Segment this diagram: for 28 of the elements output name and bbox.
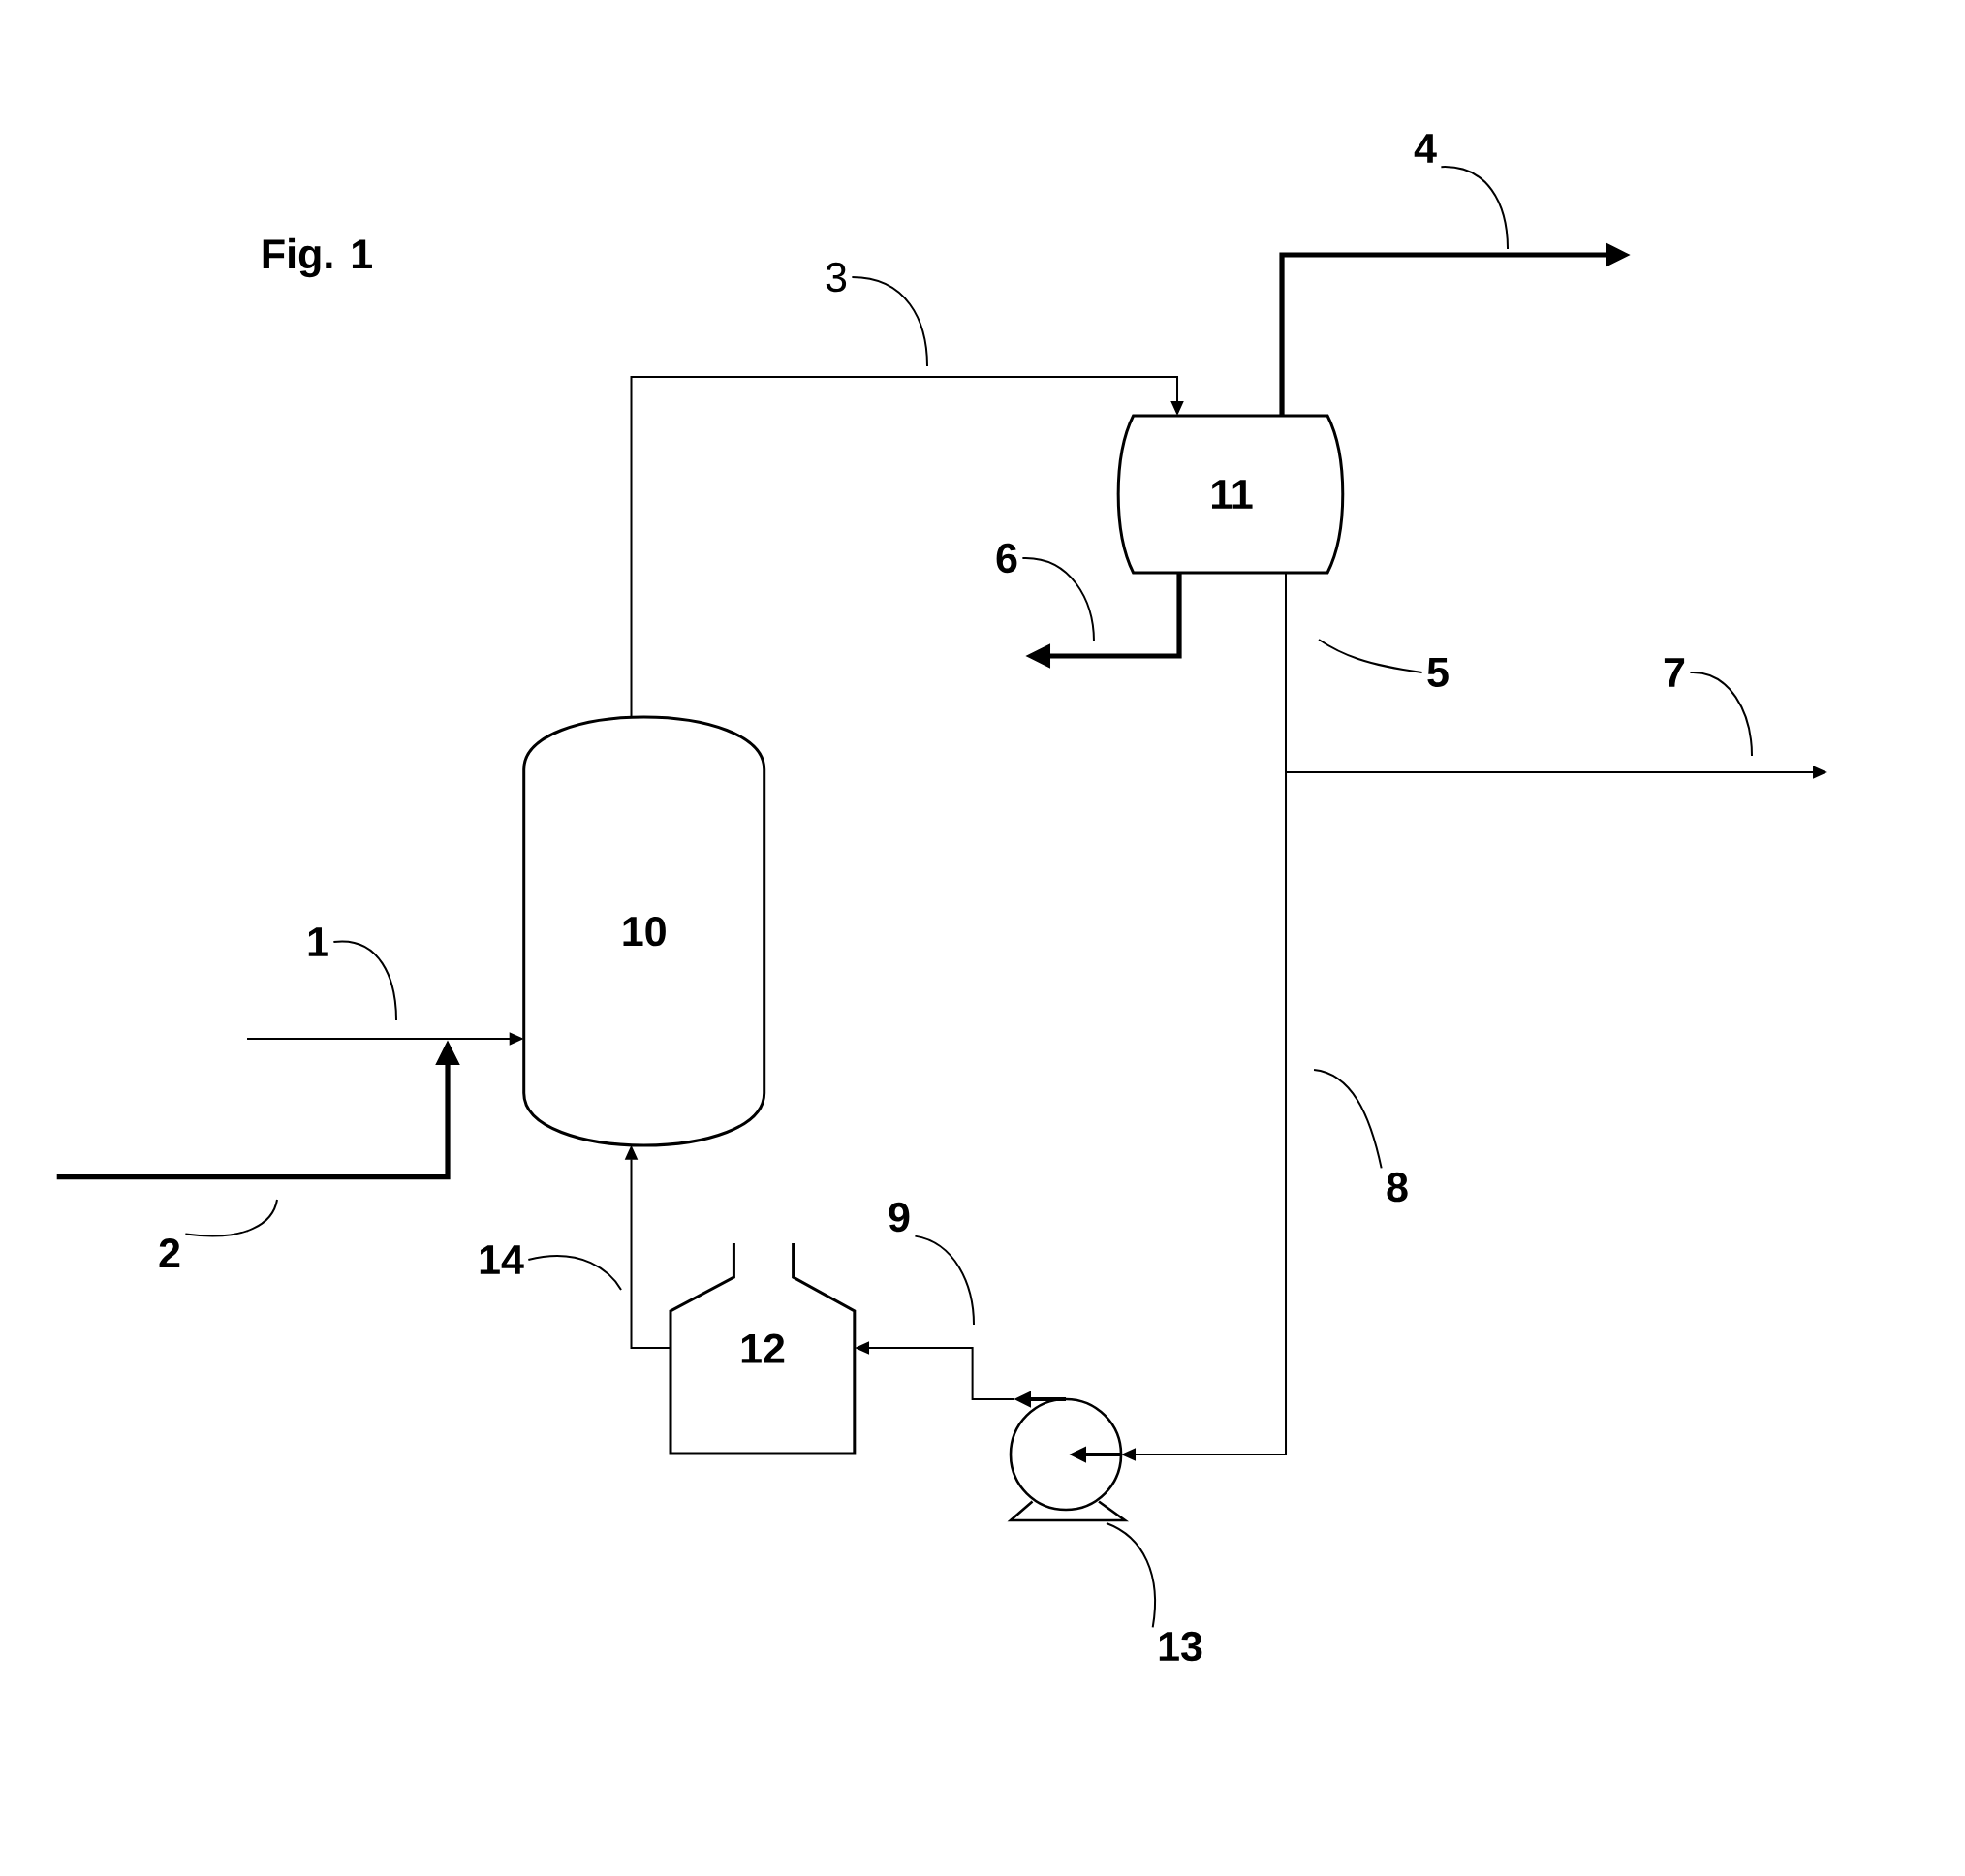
leader-line <box>1021 557 1095 642</box>
flow-line <box>1285 572 1287 773</box>
callout-number: 13 <box>1159 1631 1202 1662</box>
callout-number: 9 <box>889 1202 910 1233</box>
leader-line <box>1440 166 1509 250</box>
callout-number: 8 <box>1387 1172 1408 1203</box>
tank: 12 <box>669 1243 857 1455</box>
leader-line <box>851 276 928 367</box>
callout-number: 5 <box>1427 658 1449 687</box>
leader-line <box>332 940 397 1021</box>
leader-line <box>184 1199 278 1237</box>
callout-number: 6 <box>996 543 1017 574</box>
callout-number: 3 <box>826 262 847 293</box>
figure-title: Fig. 1 <box>263 237 372 278</box>
arrow <box>630 376 1184 719</box>
leader-line <box>1318 639 1423 673</box>
callout-number: 1 <box>308 927 328 956</box>
callout-number: 4 <box>1414 134 1437 163</box>
callout-number: 2 <box>159 1238 180 1267</box>
callout-number: 7 <box>1664 658 1685 687</box>
callout-number: 14 <box>480 1245 524 1274</box>
leader-line <box>914 1235 975 1326</box>
leader-line <box>1106 1522 1157 1629</box>
leader-line <box>1689 672 1753 757</box>
leader-line <box>527 1255 622 1291</box>
vessel: 10 <box>522 715 766 1147</box>
leader-line <box>1313 1069 1383 1170</box>
drum: 11 <box>1116 414 1345 575</box>
